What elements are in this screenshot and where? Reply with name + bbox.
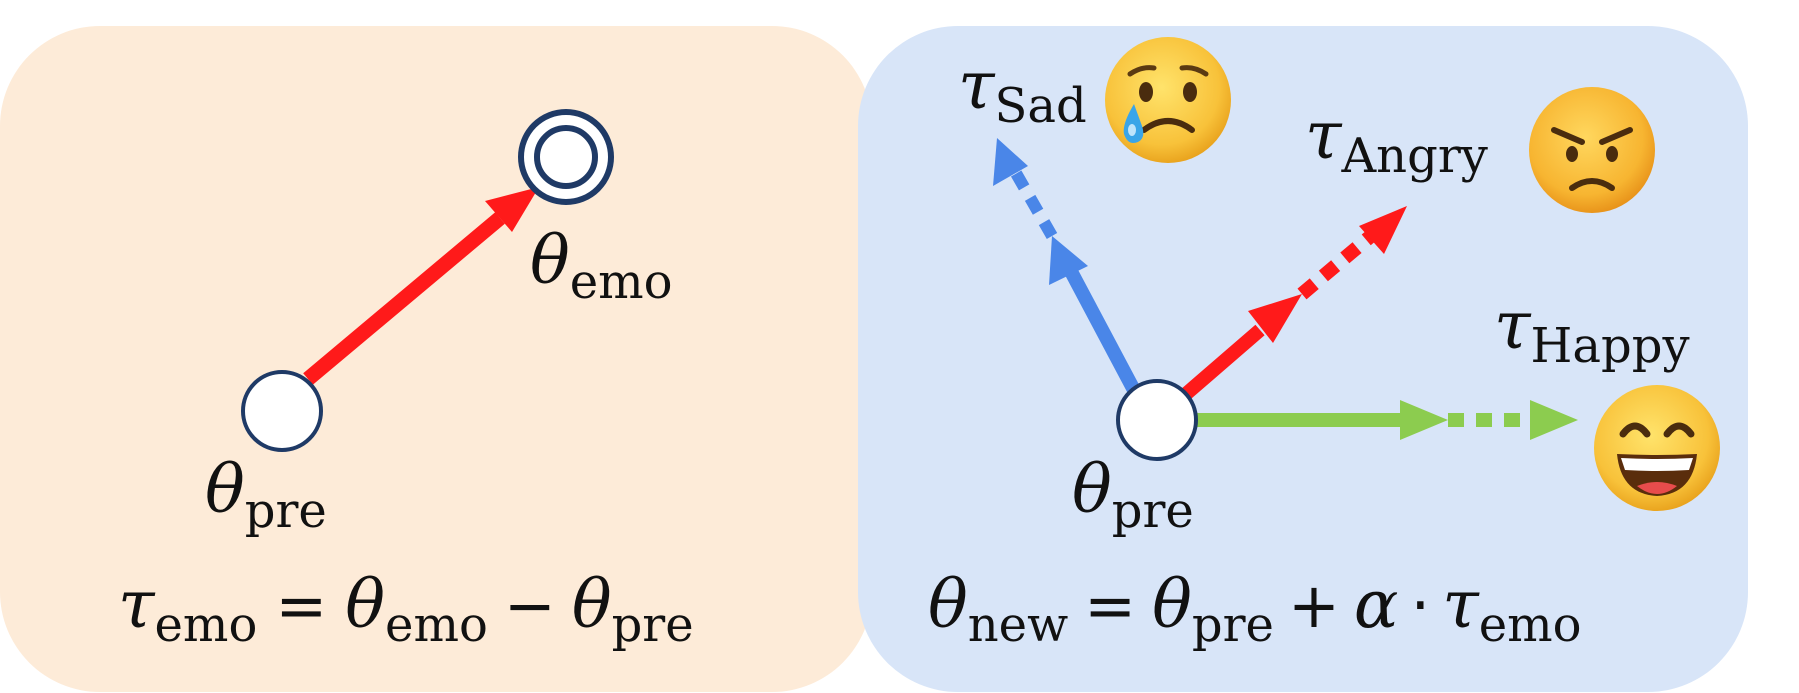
theta-pre-node-right bbox=[1116, 379, 1198, 461]
theta-emo-label: θemo bbox=[530, 222, 673, 310]
merge-equation: θnew=θpre+α·τemo bbox=[928, 566, 1582, 653]
happy-face-icon bbox=[1594, 385, 1720, 511]
theta-emo-node bbox=[518, 109, 614, 205]
right-panel bbox=[858, 26, 1748, 692]
angry-vector-arrow bbox=[1181, 206, 1407, 400]
happy-vector-arrow bbox=[1196, 400, 1578, 440]
theta-pre-label: θpre bbox=[205, 451, 327, 539]
task-vector-equation: τemo=θemo−θpre bbox=[118, 566, 694, 653]
left-panel bbox=[0, 26, 872, 692]
tau-angry-label: τAngry bbox=[1305, 97, 1488, 184]
theta-pre-node bbox=[241, 370, 323, 452]
sad-face-icon bbox=[1105, 37, 1231, 163]
angry-face-icon bbox=[1529, 87, 1655, 213]
theta-pre-label-right: θpre bbox=[1072, 451, 1194, 539]
sad-vector-arrow bbox=[993, 138, 1142, 396]
red-task-vector-arrow bbox=[303, 187, 539, 385]
tau-sad-label: τSad bbox=[958, 47, 1087, 134]
tau-happy-label: τHappy bbox=[1494, 287, 1690, 374]
